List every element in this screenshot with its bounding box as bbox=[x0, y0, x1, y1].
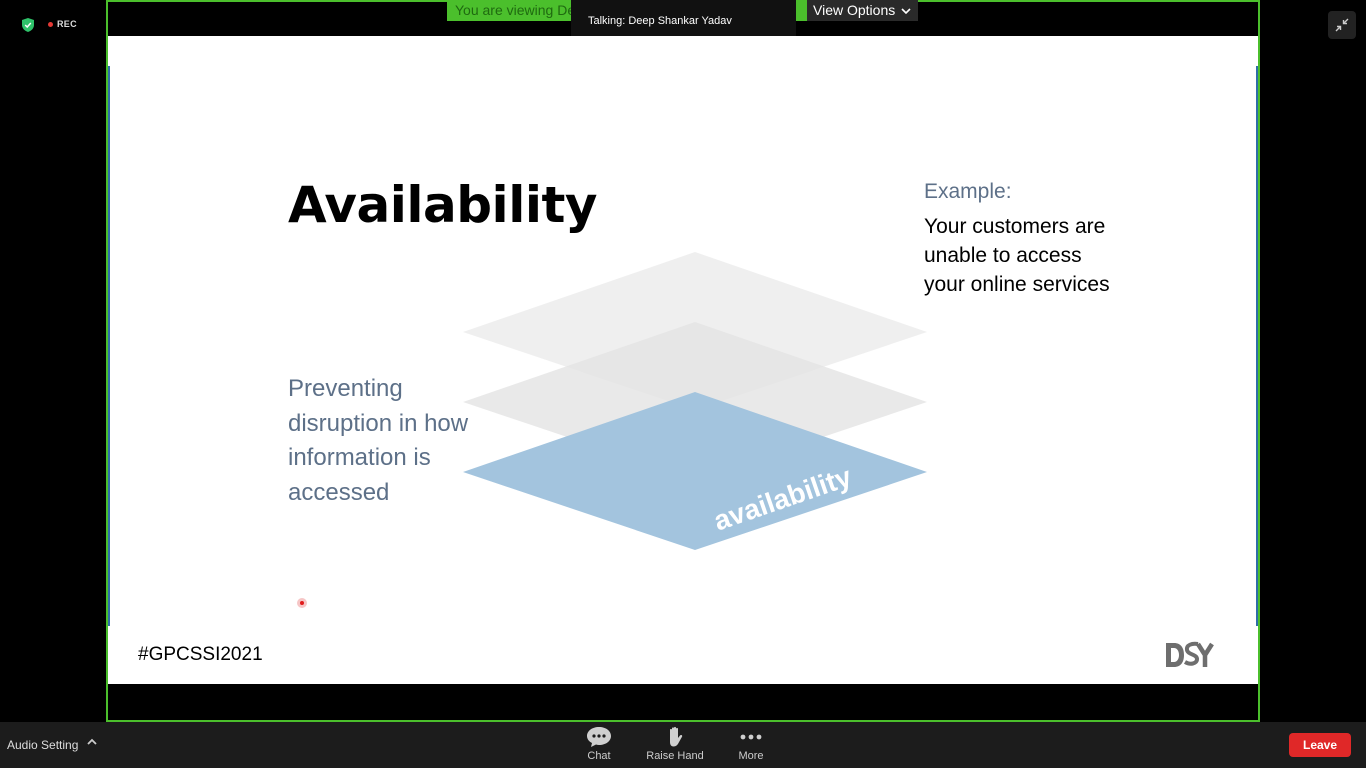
more-button[interactable]: More bbox=[716, 726, 786, 766]
record-dot-icon bbox=[48, 21, 53, 27]
shield-icon bbox=[22, 18, 34, 32]
view-options-button[interactable]: View Options bbox=[807, 0, 918, 21]
example-text: Your customers are unable to access your… bbox=[924, 215, 1110, 296]
chevron-down-icon bbox=[901, 8, 911, 15]
talking-indicator: Talking: Deep Shankar Yadav bbox=[571, 0, 796, 43]
dsy-logo bbox=[1166, 641, 1214, 667]
slide-edge bbox=[108, 66, 110, 626]
more-icon bbox=[740, 734, 762, 740]
audio-setting-button[interactable]: Audio Setting bbox=[7, 738, 79, 752]
layer-stack-diagram: availability bbox=[463, 252, 927, 550]
leave-button[interactable]: Leave bbox=[1289, 733, 1351, 757]
exit-fullscreen-button[interactable] bbox=[1328, 11, 1356, 39]
recording-label: REC bbox=[57, 19, 77, 29]
shared-slide: Availability Example: Your customers are… bbox=[108, 36, 1258, 684]
raise-hand-button[interactable]: Raise Hand bbox=[640, 726, 710, 766]
raise-hand-icon bbox=[670, 726, 683, 747]
meeting-toolbar: Audio Setting Chat Raise Hand More Leave bbox=[0, 722, 1366, 768]
description-text: Preventing disruption in how information… bbox=[288, 375, 469, 506]
hashtag: #GPCSSI2021 bbox=[138, 644, 263, 665]
slide-title: Availability bbox=[288, 176, 597, 234]
more-label: More bbox=[738, 750, 764, 762]
raise-hand-label: Raise Hand bbox=[646, 750, 704, 762]
chat-button[interactable]: Chat bbox=[564, 726, 634, 766]
chat-label: Chat bbox=[587, 750, 611, 762]
view-options-label: View Options bbox=[813, 2, 896, 18]
availability-layer bbox=[463, 392, 927, 550]
exit-fullscreen-icon bbox=[1335, 18, 1349, 32]
chat-icon bbox=[587, 727, 611, 747]
laser-pointer bbox=[297, 598, 307, 608]
example-label: Example: bbox=[924, 180, 1012, 203]
recording-indicator: REC bbox=[48, 19, 77, 29]
chevron-up-icon[interactable] bbox=[84, 734, 100, 750]
slide-edge bbox=[1256, 66, 1258, 626]
